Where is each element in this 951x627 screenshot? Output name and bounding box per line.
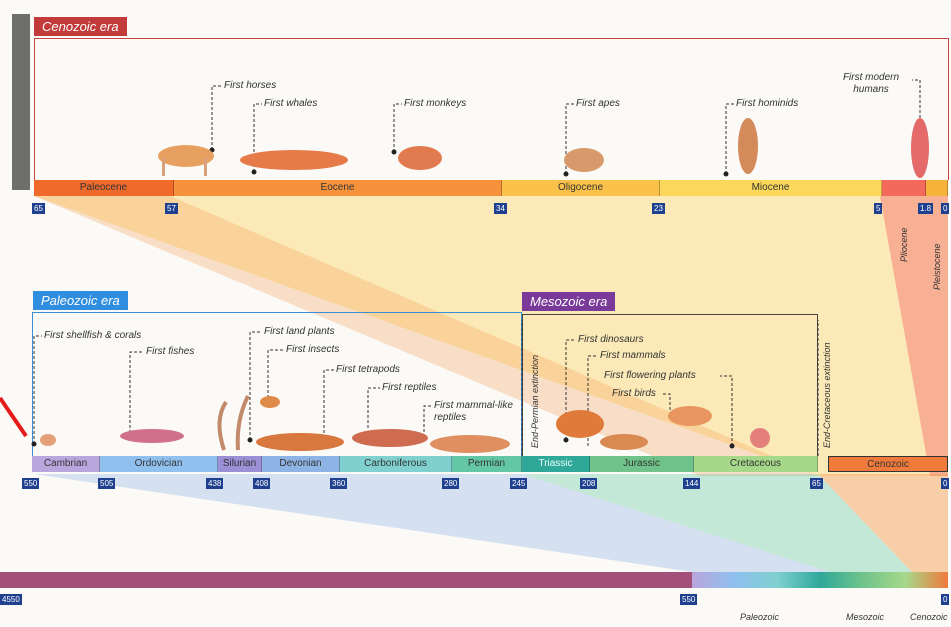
tick-4550: 4550 bbox=[0, 594, 22, 605]
bottom-label-paleozoic: Paleozoic bbox=[740, 612, 779, 622]
precambrian-bar bbox=[0, 572, 692, 588]
event-first-mammals: First mammals bbox=[600, 350, 666, 362]
bottom-label-mesozoic: Mesozoic bbox=[846, 612, 884, 622]
phanerozoic-bar bbox=[692, 572, 948, 588]
tick-550-bottom: 550 bbox=[680, 594, 697, 605]
leader-birds bbox=[662, 394, 670, 410]
bird-silhouette bbox=[668, 406, 712, 426]
dot-flowering-plants bbox=[730, 444, 735, 449]
dot-dinosaurs bbox=[564, 438, 569, 443]
mammal-silhouette bbox=[600, 434, 648, 450]
event-first-birds: First birds bbox=[612, 388, 656, 400]
leader-flowering-plants bbox=[720, 376, 732, 446]
flower-silhouette bbox=[750, 428, 770, 448]
tick-0-bottom: 0 bbox=[941, 594, 949, 605]
event-first-dinosaurs: First dinosaurs bbox=[578, 334, 644, 346]
bottom-label-cenozoic: Cenozoic bbox=[910, 612, 948, 622]
event-first-flowering-plants: First flowering plants bbox=[604, 370, 696, 382]
dinosaur-silhouette bbox=[556, 410, 604, 438]
